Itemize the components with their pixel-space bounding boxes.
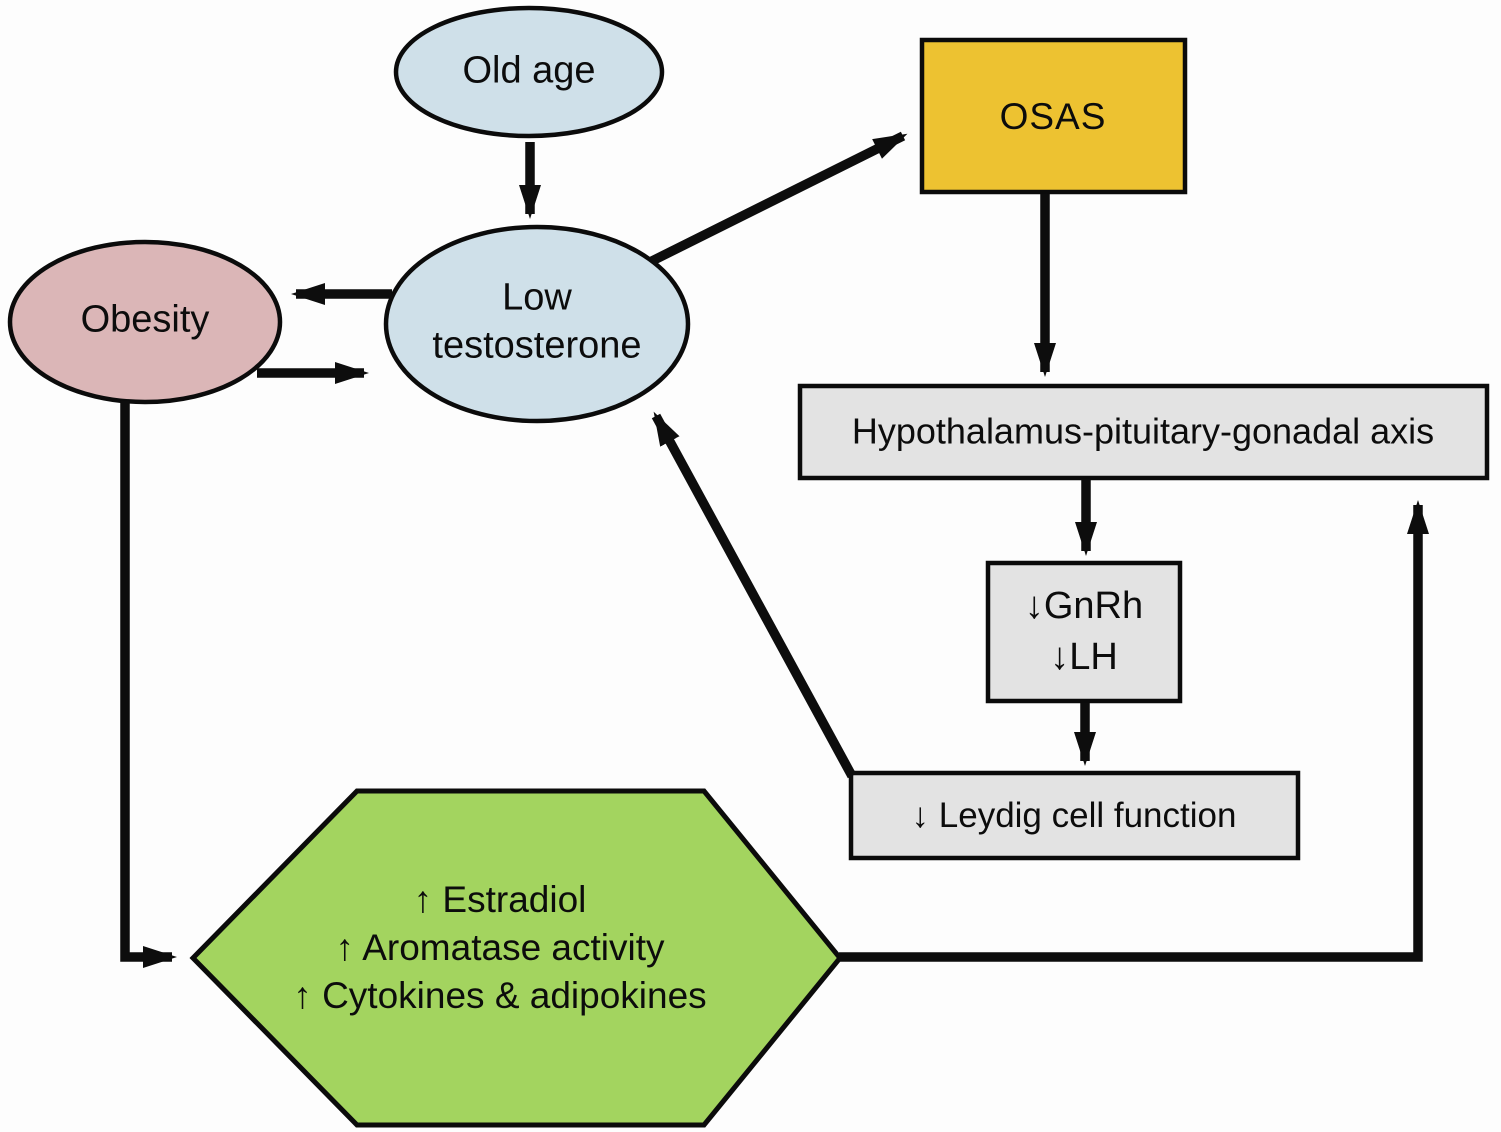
- obesity-label: Obesity: [80, 298, 210, 341]
- leydig-label: ↓ Leydig cell function: [911, 796, 1237, 836]
- osas-box: [919, 37, 1188, 195]
- hpg-axis-box: [797, 383, 1490, 481]
- arrow-obesity-to-hexagon: [120, 401, 177, 968]
- hpg-axis-label: Hypothalamus-pituitary-gonadal axis: [851, 410, 1435, 452]
- arrow-hexagon-to-hpg-axis: [839, 500, 1429, 962]
- low-testosterone-ellipse: [383, 224, 691, 424]
- old-age-label: Old age: [462, 49, 596, 92]
- osas-label: OSAS: [999, 95, 1107, 137]
- low-testosterone-label: Low testosterone: [432, 276, 642, 367]
- lh-line: ↓LH: [1050, 636, 1118, 678]
- arrow-leydig-to-low-testosterone: [651, 411, 857, 779]
- arrow-low-testosterone-to-osas: [649, 131, 908, 266]
- hexagon-line-cytokines: ↑ Cytokines & adipokines: [293, 975, 707, 1016]
- leydig-box: [848, 770, 1301, 861]
- hexagon-line-aromatase: ↑ Aromatase activity: [335, 927, 665, 968]
- hexagon-line-estradiol: ↑ Estradiol: [413, 879, 587, 920]
- old-age-ellipse: [393, 5, 665, 139]
- gnrh-lh-box: [985, 560, 1183, 704]
- gnrh-line: ↓GnRh: [1024, 585, 1144, 627]
- obesity-ellipse: [7, 239, 283, 405]
- gnrh-lh-label: ↓GnRh ↓LH: [1025, 581, 1143, 683]
- hexagon-label: ↑ Estradiol ↑ Aromatase activity ↑ Cytok…: [293, 876, 706, 1020]
